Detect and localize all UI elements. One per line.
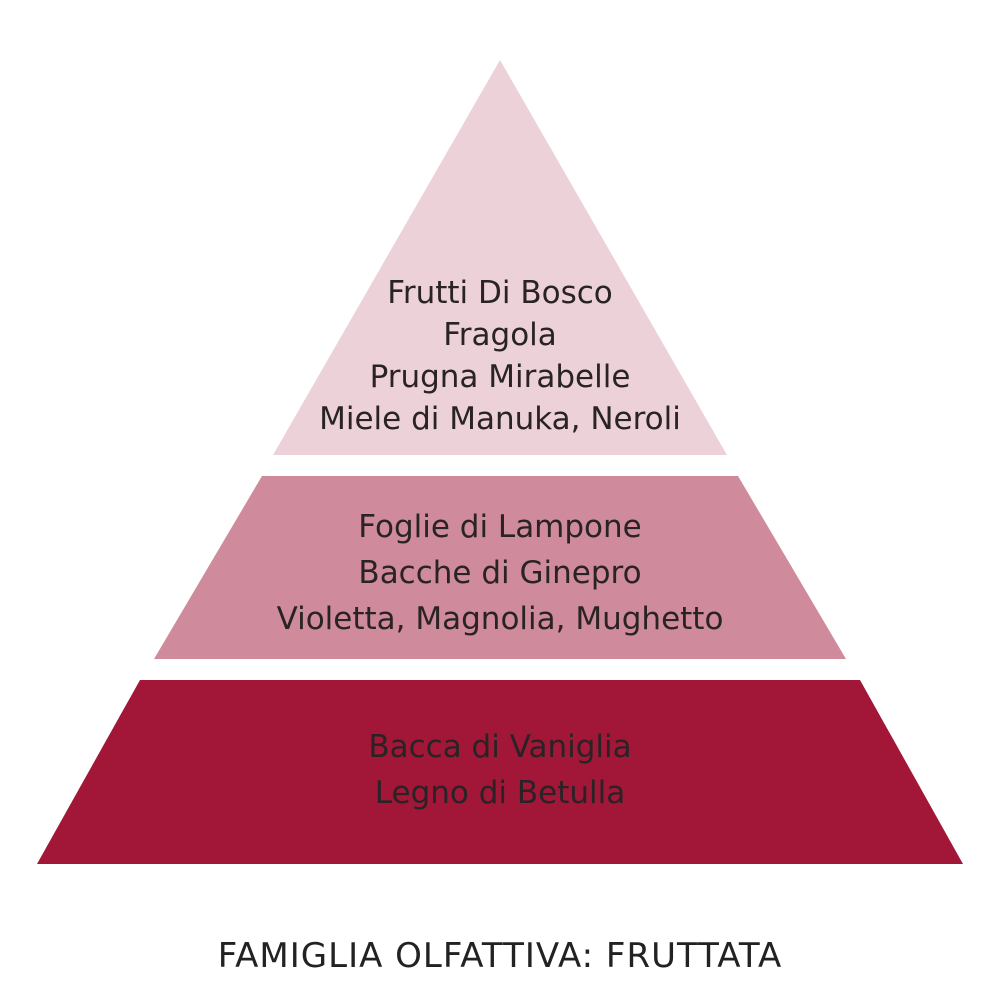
heart-note-line: Violetta, Magnolia, Mughetto [276,601,724,637]
olfactory-family-caption: FAMIGLIA OLFATTIVA: FRUTTATA [217,936,783,976]
top-note-line: Miele di Manuka, Neroli [319,401,681,437]
top-notes-tier [273,60,727,455]
heart-notes-text: Foglie di Lampone Bacche di Ginepro Viol… [0,504,1000,642]
top-note-line: Fragola [443,317,557,353]
heart-note-line: Bacche di Ginepro [358,555,642,591]
top-notes-text: Frutti Di Bosco Fragola Prugna Mirabelle… [0,272,1000,440]
base-note-line: Legno di Betulla [374,775,626,811]
heart-notes-tier [154,476,846,659]
top-note-line: Frutti Di Bosco [387,275,613,311]
base-notes-tier [37,680,963,864]
top-note-line: Prugna Mirabelle [369,359,631,395]
heart-note-line: Foglie di Lampone [358,509,642,545]
base-note-line: Bacca di Vaniglia [368,729,632,765]
base-notes-text: Bacca di Vaniglia Legno di Betulla [0,724,1000,816]
